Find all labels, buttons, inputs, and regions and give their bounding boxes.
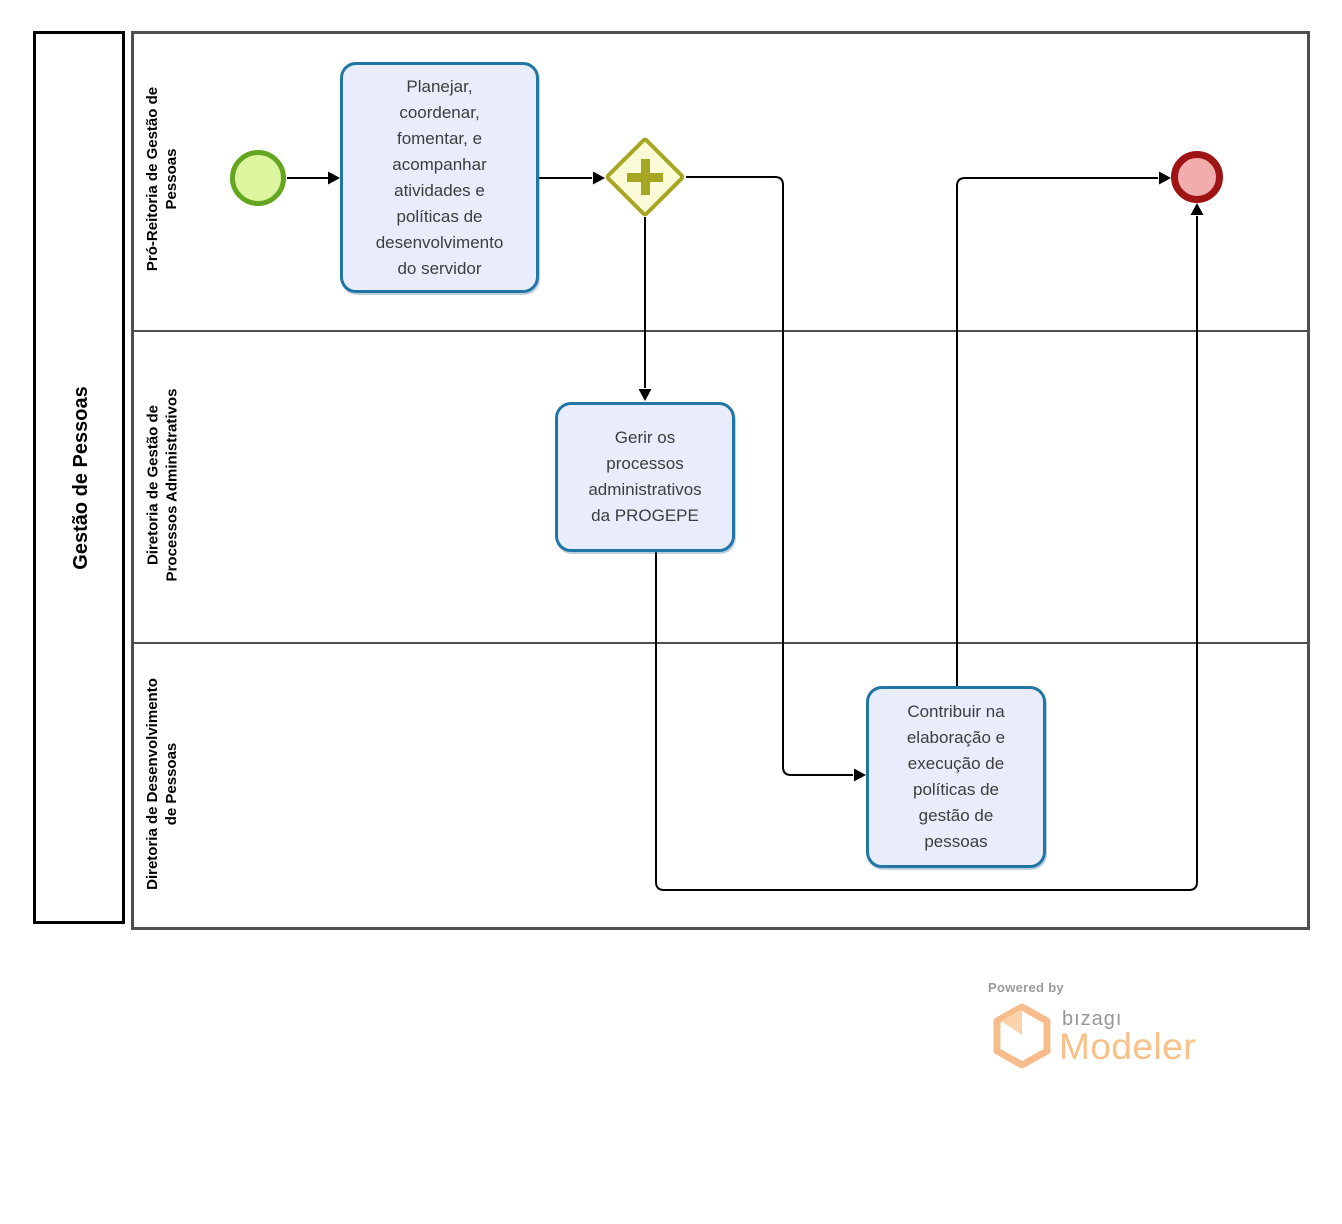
- task-gerir-processos[interactable]: Gerir os processos administrativos da PR…: [555, 402, 735, 552]
- end-event[interactable]: [1171, 151, 1223, 203]
- bizagi-logo-icon: [993, 1003, 1051, 1069]
- flow-gateway-to-task2: [638, 217, 652, 401]
- flow-task3-to-end: [956, 171, 1171, 686]
- flow-start-to-task1: [287, 171, 340, 185]
- task-contribuir-label: Contribuir na elaboração e execução de p…: [906, 702, 1006, 851]
- modeler-wordmark: Modeler: [1059, 1026, 1197, 1067]
- lane-gestao-processos: [134, 332, 1307, 644]
- powered-by-text: Powered by: [988, 980, 1064, 995]
- flow-gateway-to-task3: [686, 176, 866, 782]
- flow-task1-to-gateway: [538, 171, 605, 185]
- parallel-gateway-plus-icon: [627, 159, 663, 195]
- task-planejar[interactable]: Planejar, coordenar, fomentar, e acompan…: [340, 62, 539, 293]
- lane-pro-reitoria: [134, 34, 1307, 332]
- start-event[interactable]: [230, 150, 286, 206]
- bizagi-wordmark: bızagı: [1062, 1008, 1123, 1030]
- task-contribuir[interactable]: Contribuir na elaboração e execução de p…: [866, 686, 1046, 868]
- flow-task2-to-end: [655, 203, 1204, 891]
- pool-header: [33, 31, 125, 924]
- task-gerir-processos-label: Gerir os processos administrativos da PR…: [588, 428, 702, 525]
- task-planejar-label: Planejar, coordenar, fomentar, e acompan…: [375, 76, 504, 278]
